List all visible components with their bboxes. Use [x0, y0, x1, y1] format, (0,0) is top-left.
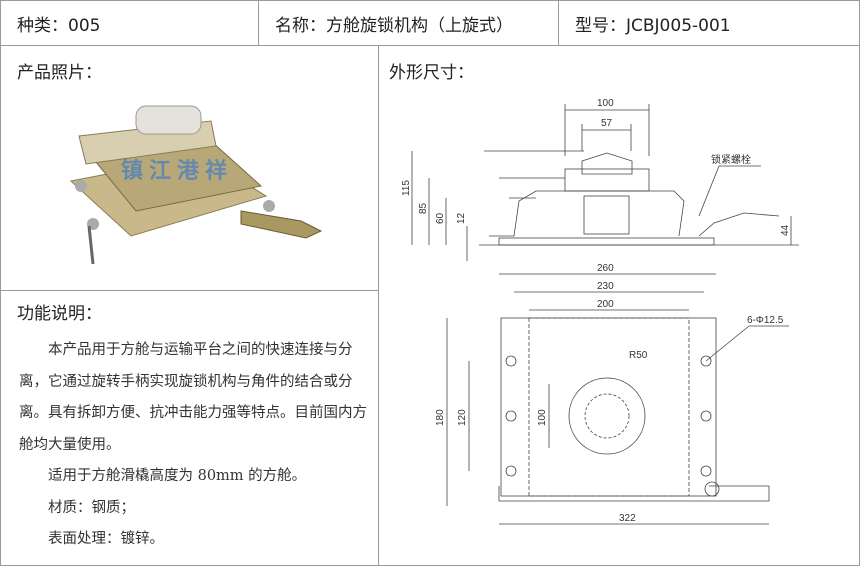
dim-115: 115: [401, 180, 412, 196]
function-cell: 功能说明： 本产品用于方舱与运输平台之间的快速连接与分离，它通过旋转手柄实现旋锁…: [0, 290, 379, 566]
name-cell: 名称：方舱旋锁机构（上旋式）: [258, 0, 559, 46]
dim-60: 60: [435, 212, 446, 224]
photo-cell: 产品照片： 镇江港祥: [0, 45, 379, 291]
top-view: [446, 273, 789, 525]
category-label: 种类：005: [17, 15, 101, 36]
model-cell: 型号：JCBJ005-001: [558, 0, 860, 46]
dim-120: 120: [457, 409, 468, 426]
hole-note: 6-Φ12.5: [747, 315, 784, 326]
dim-230: 230: [597, 281, 614, 292]
model-number: 型号：JCBJ005-001: [575, 15, 731, 36]
function-description: 本产品用于方舱与运输平台之间的快速连接与分离，它通过旋转手柄实现旋锁机构与角件的…: [19, 335, 371, 556]
dim-180: 180: [435, 409, 446, 426]
dim-100: 100: [597, 98, 614, 109]
radius-r50: R50: [629, 350, 648, 361]
locking-bolt-callout: 锁紧螺栓: [711, 153, 751, 166]
dim-12: 12: [456, 212, 467, 224]
category-cell: 种类：005: [0, 0, 259, 46]
product-photo: 镇江港祥: [69, 105, 323, 265]
dim-200: 200: [597, 299, 614, 310]
dim-85: 85: [418, 202, 429, 214]
drawing-title: 外形尺寸：: [389, 63, 474, 83]
dim-100-top: 100: [537, 409, 548, 426]
dim-57: 57: [601, 118, 613, 129]
dim-260: 260: [597, 263, 614, 274]
dim-44: 44: [780, 224, 791, 236]
dim-322: 322: [619, 513, 636, 524]
watermark: 镇江港祥: [121, 158, 233, 184]
applicability-text: 适用于方舱滑橇高度为 80mm 的方舱。: [48, 468, 307, 484]
dimension-drawing: 100 57 115 85 60 12 44 锁紧螺栓 260 230 20: [401, 98, 799, 525]
photo-title: 产品照片：: [17, 63, 102, 83]
product-name: 名称：方舱旋锁机构（上旋式）: [275, 15, 513, 36]
side-view: [411, 104, 799, 261]
drawing-cell: 外形尺寸： 100 57 115 85 60 12 44 锁紧螺栓: [378, 45, 860, 566]
description-paragraph: 本产品用于方舱与运输平台之间的快速连接与分离，它通过旋转手柄实现旋锁机构与角件的…: [19, 342, 367, 453]
function-title: 功能说明：: [17, 304, 102, 324]
material-text: 材质：钢质；: [48, 499, 135, 516]
surface-treatment-text: 表面处理：镀锌。: [48, 531, 164, 547]
